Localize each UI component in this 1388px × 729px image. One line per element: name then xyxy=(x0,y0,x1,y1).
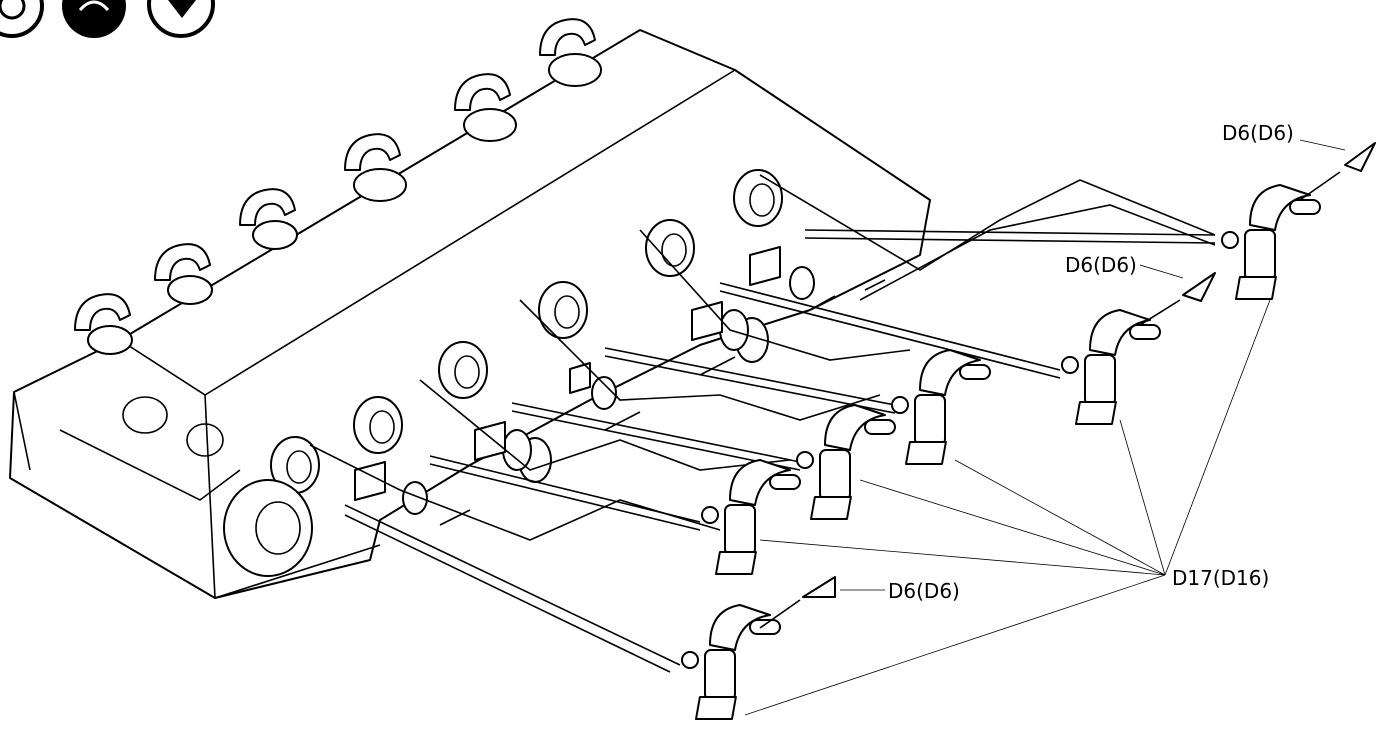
wedge-pins xyxy=(759,142,1376,629)
support-stands xyxy=(681,184,1321,720)
leader-lines xyxy=(744,139,1346,716)
frame-outline xyxy=(309,174,1216,541)
hub-row xyxy=(223,169,783,577)
label-d6-top-right: D6(D6) xyxy=(1222,121,1294,145)
black-gear-icon xyxy=(62,0,126,38)
rear-mount-row xyxy=(74,18,602,355)
label-d17-hub: D17(D16) xyxy=(1172,566,1269,590)
diamond-arrow-icon xyxy=(147,0,215,38)
pull-rods xyxy=(344,229,1216,673)
label-d6-bottom: D6(D6) xyxy=(888,579,960,603)
gear-wheel-icon xyxy=(0,0,44,38)
main-housing xyxy=(9,29,931,599)
bearing-parts xyxy=(354,246,886,526)
label-d6-middle-right: D6(D6) xyxy=(1065,253,1137,277)
